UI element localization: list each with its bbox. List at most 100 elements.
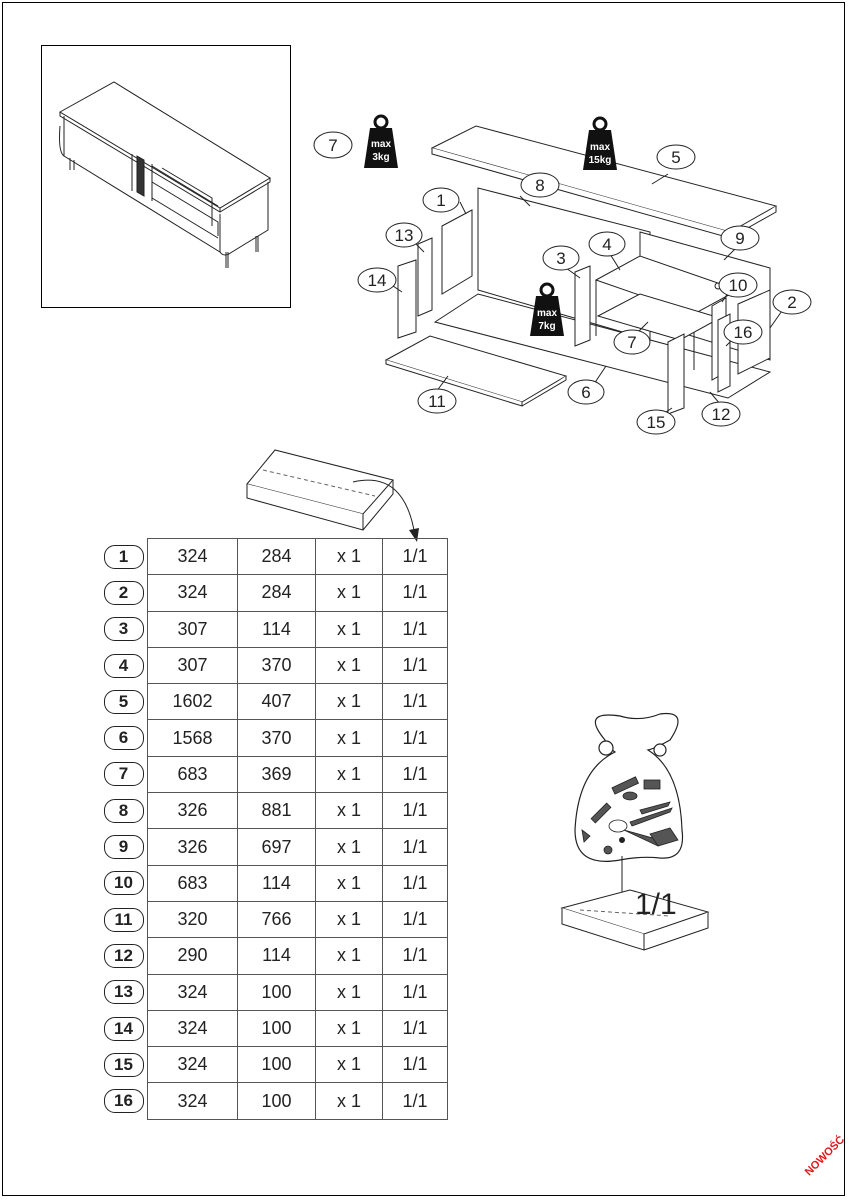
callout-16: 16 bbox=[734, 323, 753, 342]
package-cell: 1/1 bbox=[382, 537, 448, 576]
package-cell: 1/1 bbox=[382, 1046, 448, 1084]
part-number-cell: 5 bbox=[100, 684, 148, 720]
dimension-b-cell: 407 bbox=[237, 683, 316, 721]
dimension-a-cell: 683 bbox=[147, 864, 238, 902]
svg-text:15kg: 15kg bbox=[589, 155, 612, 166]
dimension-a-cell: 290 bbox=[147, 937, 238, 975]
part-number-badge: 7 bbox=[103, 762, 144, 787]
part-number-badge: 11 bbox=[103, 907, 144, 932]
dimension-b-cell: 100 bbox=[237, 1082, 316, 1120]
dimension-a-cell: 307 bbox=[147, 646, 238, 685]
dimension-a-cell: 324 bbox=[147, 1082, 238, 1120]
package-cell: 1/1 bbox=[382, 683, 448, 721]
dimension-b-cell: 114 bbox=[237, 610, 316, 648]
callout-1: 1 bbox=[436, 191, 445, 210]
callout-4: 4 bbox=[602, 235, 611, 254]
quantity-cell: x 1 bbox=[315, 1046, 383, 1084]
part-number-badge: 15 bbox=[103, 1052, 144, 1077]
dimension-b-cell: 881 bbox=[237, 792, 316, 830]
weight-icon: max 3kg bbox=[364, 114, 398, 168]
quantity-cell: x 1 bbox=[315, 973, 383, 1011]
callout-7: 7 bbox=[627, 333, 636, 352]
package-cell: 1/1 bbox=[382, 864, 448, 902]
quantity-cell: x 1 bbox=[315, 864, 383, 902]
part-number-badge: 4 bbox=[103, 653, 144, 678]
quantity-cell: x 1 bbox=[315, 1082, 383, 1120]
exploded-assembly-diagram: 7 5 8 1 13 9 4 3 14 10 2 16 7 6 11 12 15… bbox=[313, 114, 812, 435]
part-number-badge: 9 bbox=[103, 835, 144, 860]
part-number-cell: 12 bbox=[100, 938, 148, 974]
quantity-cell: x 1 bbox=[315, 646, 383, 685]
dimension-a-cell: 683 bbox=[147, 755, 238, 794]
part-number-cell: 1 bbox=[100, 539, 148, 575]
svg-text:3kg: 3kg bbox=[372, 152, 389, 163]
quantity-cell: x 1 bbox=[315, 792, 383, 830]
callout-14: 14 bbox=[368, 271, 387, 290]
part-number-badge: 3 bbox=[103, 617, 144, 642]
callout-11: 11 bbox=[428, 392, 446, 411]
furniture-preview-icon bbox=[59, 81, 271, 268]
quantity-cell: x 1 bbox=[315, 755, 383, 794]
part-number-cell: 10 bbox=[100, 865, 148, 901]
package-cell: 1/1 bbox=[382, 900, 448, 939]
part-number-badge: 2 bbox=[103, 580, 144, 605]
quantity-cell: x 1 bbox=[315, 828, 383, 866]
package-icon bbox=[560, 889, 710, 951]
package-cell: 1/1 bbox=[382, 719, 448, 757]
dimension-a-cell: 326 bbox=[147, 792, 238, 830]
part-number-badge: 1 bbox=[103, 544, 144, 569]
package-cell: 1/1 bbox=[382, 1009, 448, 1048]
dimension-b-cell: 369 bbox=[237, 755, 316, 794]
quantity-cell: x 1 bbox=[315, 937, 383, 975]
dimension-a-cell: 324 bbox=[147, 973, 238, 1011]
part-number-cell: 2 bbox=[100, 575, 148, 611]
svg-text:max: max bbox=[590, 142, 610, 153]
package-cell: 1/1 bbox=[382, 937, 448, 975]
quantity-cell: x 1 bbox=[315, 610, 383, 648]
callout-10: 10 bbox=[729, 276, 748, 295]
package-cell: 1/1 bbox=[382, 610, 448, 648]
package-cell: 1/1 bbox=[382, 828, 448, 866]
callout-2: 2 bbox=[787, 293, 796, 312]
part-number-badge: 12 bbox=[103, 943, 144, 968]
callout-9: 9 bbox=[735, 229, 744, 248]
part-callouts: 7 5 8 1 13 9 4 3 14 10 2 16 7 6 11 12 15 bbox=[313, 131, 812, 435]
weight-icon: max 7kg bbox=[530, 282, 564, 336]
callout-7-weight: 7 bbox=[328, 136, 337, 155]
quantity-cell: x 1 bbox=[315, 1009, 383, 1048]
dimension-b-cell: 114 bbox=[237, 937, 316, 975]
dimension-a-cell: 1602 bbox=[147, 683, 238, 721]
dimension-b-cell: 370 bbox=[237, 719, 316, 757]
quantity-cell: x 1 bbox=[315, 537, 383, 576]
package-icon bbox=[246, 449, 419, 542]
dimension-b-cell: 284 bbox=[237, 537, 316, 576]
part-number-cell: 3 bbox=[100, 611, 148, 647]
part-number-badge: 8 bbox=[103, 798, 144, 823]
hardware-bag-icon bbox=[574, 712, 684, 914]
part-number-cell: 15 bbox=[100, 1047, 148, 1083]
part-number-badge: 14 bbox=[103, 1016, 144, 1041]
quantity-cell: x 1 bbox=[315, 900, 383, 939]
callout-3: 3 bbox=[556, 249, 565, 268]
part-number-badge: 10 bbox=[103, 871, 144, 896]
bag-package-label: 1/1 bbox=[635, 888, 677, 921]
dimension-b-cell: 100 bbox=[237, 1009, 316, 1048]
part-number-badge: 5 bbox=[103, 689, 144, 714]
dimension-a-cell: 307 bbox=[147, 610, 238, 648]
part-number-cell: 14 bbox=[100, 1010, 148, 1046]
dimension-a-cell: 324 bbox=[147, 537, 238, 576]
callout-8: 8 bbox=[535, 176, 544, 195]
dimension-b-cell: 697 bbox=[237, 828, 316, 866]
